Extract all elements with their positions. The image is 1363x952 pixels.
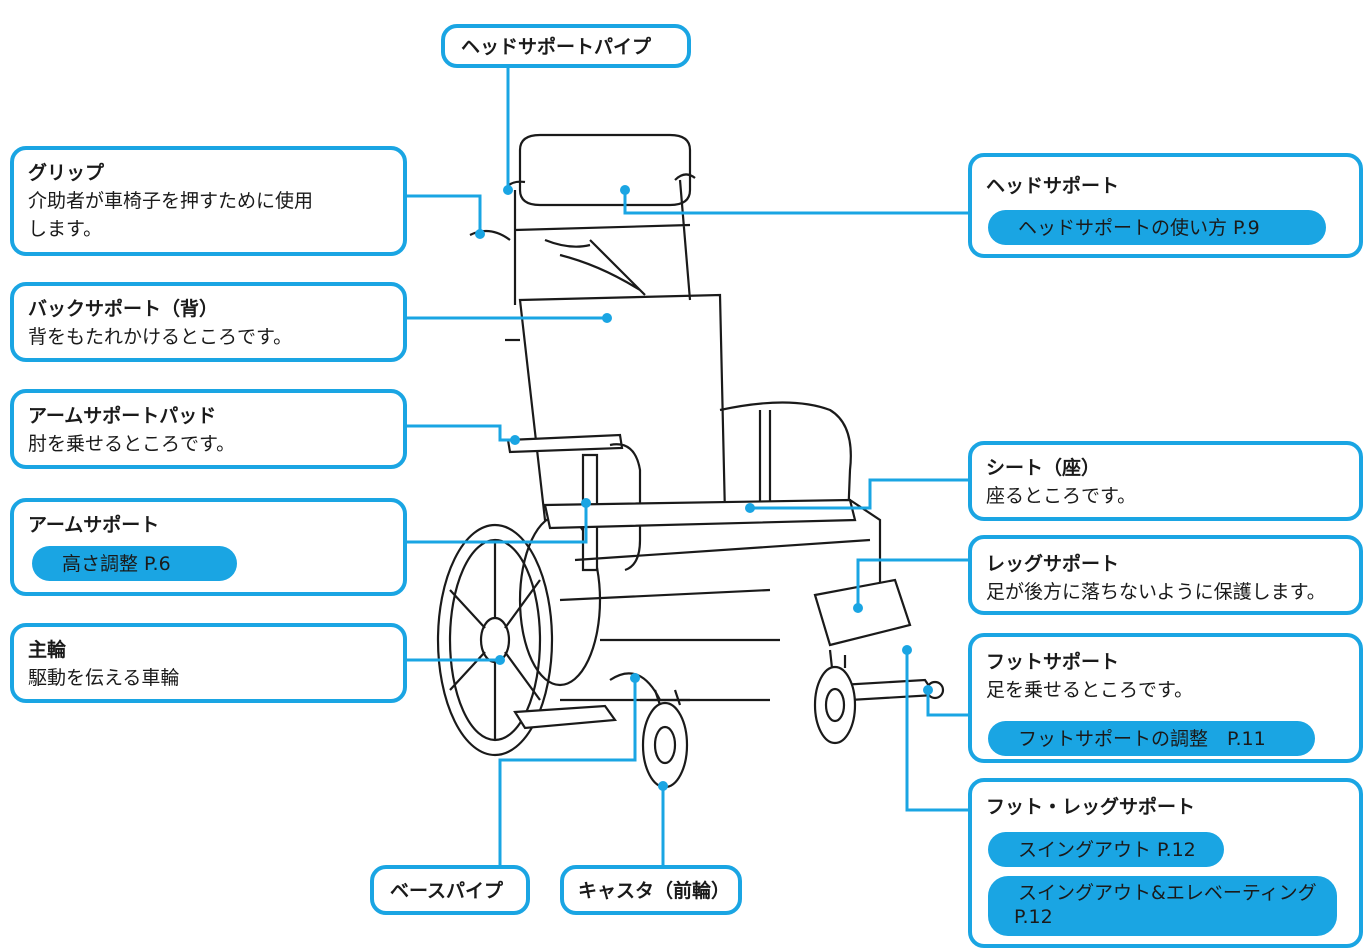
label-base-pipe: ベースパイプ bbox=[370, 865, 530, 915]
label-leg-support-desc: 足が後方に落ちないように保護します。 bbox=[986, 581, 1326, 603]
line-arm-pad bbox=[405, 424, 515, 442]
dot-foot-support bbox=[923, 685, 933, 695]
label-arm-pad: アームサポートパッド 肘を乗せるところです。 bbox=[10, 389, 407, 469]
line-seat bbox=[750, 478, 970, 510]
line-grip bbox=[405, 194, 482, 232]
dot-head-support bbox=[620, 185, 630, 195]
label-back-support: バックサポート（背） 背をもたれかけるところです。 bbox=[10, 282, 407, 362]
label-arm-support-title: アームサポート bbox=[28, 514, 160, 536]
label-main-wheel-desc: 駆動を伝える車輪 bbox=[28, 667, 180, 689]
label-caster: キャスタ（前輪） bbox=[560, 865, 742, 915]
dot-back bbox=[602, 313, 612, 323]
label-seat-title: シート（座） bbox=[986, 457, 1101, 479]
label-back-support-title: バックサポート（背） bbox=[28, 298, 219, 320]
label-grip: グリップ 介助者が車椅子を押すために使用 します。 bbox=[10, 146, 407, 256]
line-base-pipe bbox=[498, 680, 637, 880]
label-main-wheel-title: 主輪 bbox=[28, 639, 67, 661]
dot-arm-support bbox=[581, 498, 591, 508]
head-support-usage-link[interactable]: ヘッドサポートの使い方 P.9 bbox=[988, 210, 1326, 245]
label-head-pipe-title: ヘッドサポートパイプ bbox=[461, 36, 652, 58]
label-head-support: ヘッドサポート ヘッドサポートの使い方 P.9 bbox=[968, 153, 1363, 258]
line-foot-leg-support bbox=[905, 650, 970, 812]
label-grip-desc-1: 介助者が車椅子を押すために使用 bbox=[28, 190, 314, 212]
foot-support-adjust-link[interactable]: フットサポートの調整 P.11 bbox=[988, 721, 1315, 756]
label-foot-leg-support: フット・レッグサポート スイングアウト P.12 スイングアウト&エレベーティン… bbox=[968, 778, 1363, 948]
label-base-pipe-title: ベースパイプ bbox=[390, 880, 504, 902]
swing-out-elevating-link[interactable]: スイングアウト&エレベーティング P.12 bbox=[988, 876, 1337, 936]
line-leg-support bbox=[856, 558, 970, 608]
label-arm-pad-desc: 肘を乗せるところです。 bbox=[28, 433, 236, 455]
dot-caster bbox=[658, 781, 668, 791]
label-leg-support-title: レッグサポート bbox=[986, 553, 1120, 575]
dot-base-pipe bbox=[630, 673, 640, 683]
dot-main-wheel bbox=[495, 655, 505, 665]
swing-out-elevating-line1: スイングアウト&エレベーティング bbox=[1018, 882, 1317, 904]
dot-foot-leg-support bbox=[902, 645, 912, 655]
label-main-wheel: 主輪 駆動を伝える車輪 bbox=[10, 623, 407, 703]
arm-support-height-link[interactable]: 高さ調整 P.6 bbox=[32, 546, 237, 581]
label-seat: シート（座） 座るところです。 bbox=[968, 441, 1363, 521]
dot-seat bbox=[745, 503, 755, 513]
label-grip-desc-2: します。 bbox=[28, 218, 103, 240]
label-foot-support: フットサポート 足を乗せるところです。 フットサポートの調整 P.11 bbox=[968, 633, 1363, 763]
label-seat-desc: 座るところです。 bbox=[986, 485, 1137, 507]
swing-out-link[interactable]: スイングアウト P.12 bbox=[988, 832, 1224, 867]
line-foot-support bbox=[926, 690, 970, 717]
dot-arm-pad bbox=[510, 435, 520, 445]
label-leg-support: レッグサポート 足が後方に落ちないように保護します。 bbox=[968, 535, 1363, 615]
label-foot-support-title: フットサポート bbox=[986, 651, 1120, 673]
dot-leg-support bbox=[853, 603, 863, 613]
line-arm-support bbox=[405, 505, 588, 544]
line-head-support bbox=[623, 192, 970, 215]
label-arm-support: アームサポート 高さ調整 P.6 bbox=[10, 498, 407, 596]
label-arm-pad-title: アームサポートパッド bbox=[28, 405, 217, 427]
swing-out-elevating-line2: P.12 bbox=[1014, 906, 1053, 928]
dot-grip bbox=[475, 229, 485, 239]
label-foot-support-desc: 足を乗せるところです。 bbox=[986, 679, 1194, 701]
label-head-support-title: ヘッドサポート bbox=[986, 175, 1120, 197]
label-grip-title: グリップ bbox=[28, 162, 105, 184]
label-back-support-desc: 背をもたれかけるところです。 bbox=[28, 326, 293, 348]
label-caster-title: キャスタ（前輪） bbox=[578, 880, 731, 902]
label-head-pipe: ヘッドサポートパイプ bbox=[441, 24, 691, 68]
dot-head-pipe bbox=[503, 185, 513, 195]
label-foot-leg-support-title: フット・レッグサポート bbox=[986, 796, 1196, 818]
